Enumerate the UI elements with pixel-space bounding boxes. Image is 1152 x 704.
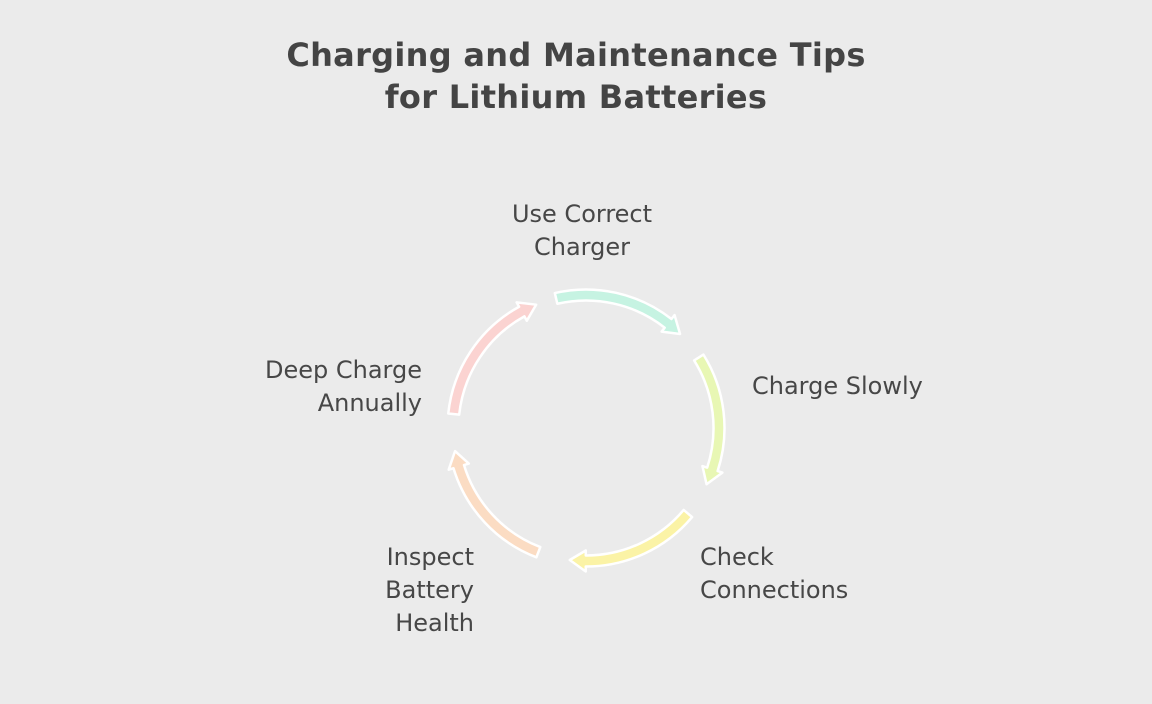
step-label-line: Deep Charge	[265, 356, 422, 384]
step-label-check-connections: Check Connections	[700, 541, 848, 607]
diagram-title: Charging and Maintenance Tips for Lithiu…	[0, 34, 1152, 118]
step-label-line: Battery	[385, 576, 474, 604]
step-label-line: Charge Slowly	[752, 372, 923, 400]
step-label-line: Use Correct	[511, 200, 653, 228]
step-label-line: Charger	[534, 233, 630, 261]
step-label-line: Connections	[700, 576, 849, 604]
step-label-charge-slowly: Charge Slowly	[752, 370, 923, 403]
cycle-arrow-charge-slowly	[692, 353, 726, 486]
cycle-arrow-deep-charge-annually	[447, 301, 538, 416]
title-line-1: Charging and Maintenance Tips	[286, 36, 866, 74]
cycle-arrow-check-connections	[568, 508, 694, 573]
step-label-line: Health	[395, 609, 474, 637]
cycle-arrow-inspect-battery-health	[447, 449, 542, 559]
step-label-line: Inspect	[386, 543, 474, 571]
step-label-use-correct-charger: Use Correct Charger	[482, 198, 682, 264]
step-label-line: Check	[700, 543, 774, 571]
title-line-2: for Lithium Batteries	[384, 78, 768, 116]
step-label-inspect-battery-health: Inspect Battery Health	[300, 541, 474, 640]
cycle-arrow-use-correct-charger	[553, 288, 682, 336]
step-label-line: Annually	[317, 389, 422, 417]
step-label-deep-charge-annually: Deep Charge Annually	[200, 354, 422, 420]
